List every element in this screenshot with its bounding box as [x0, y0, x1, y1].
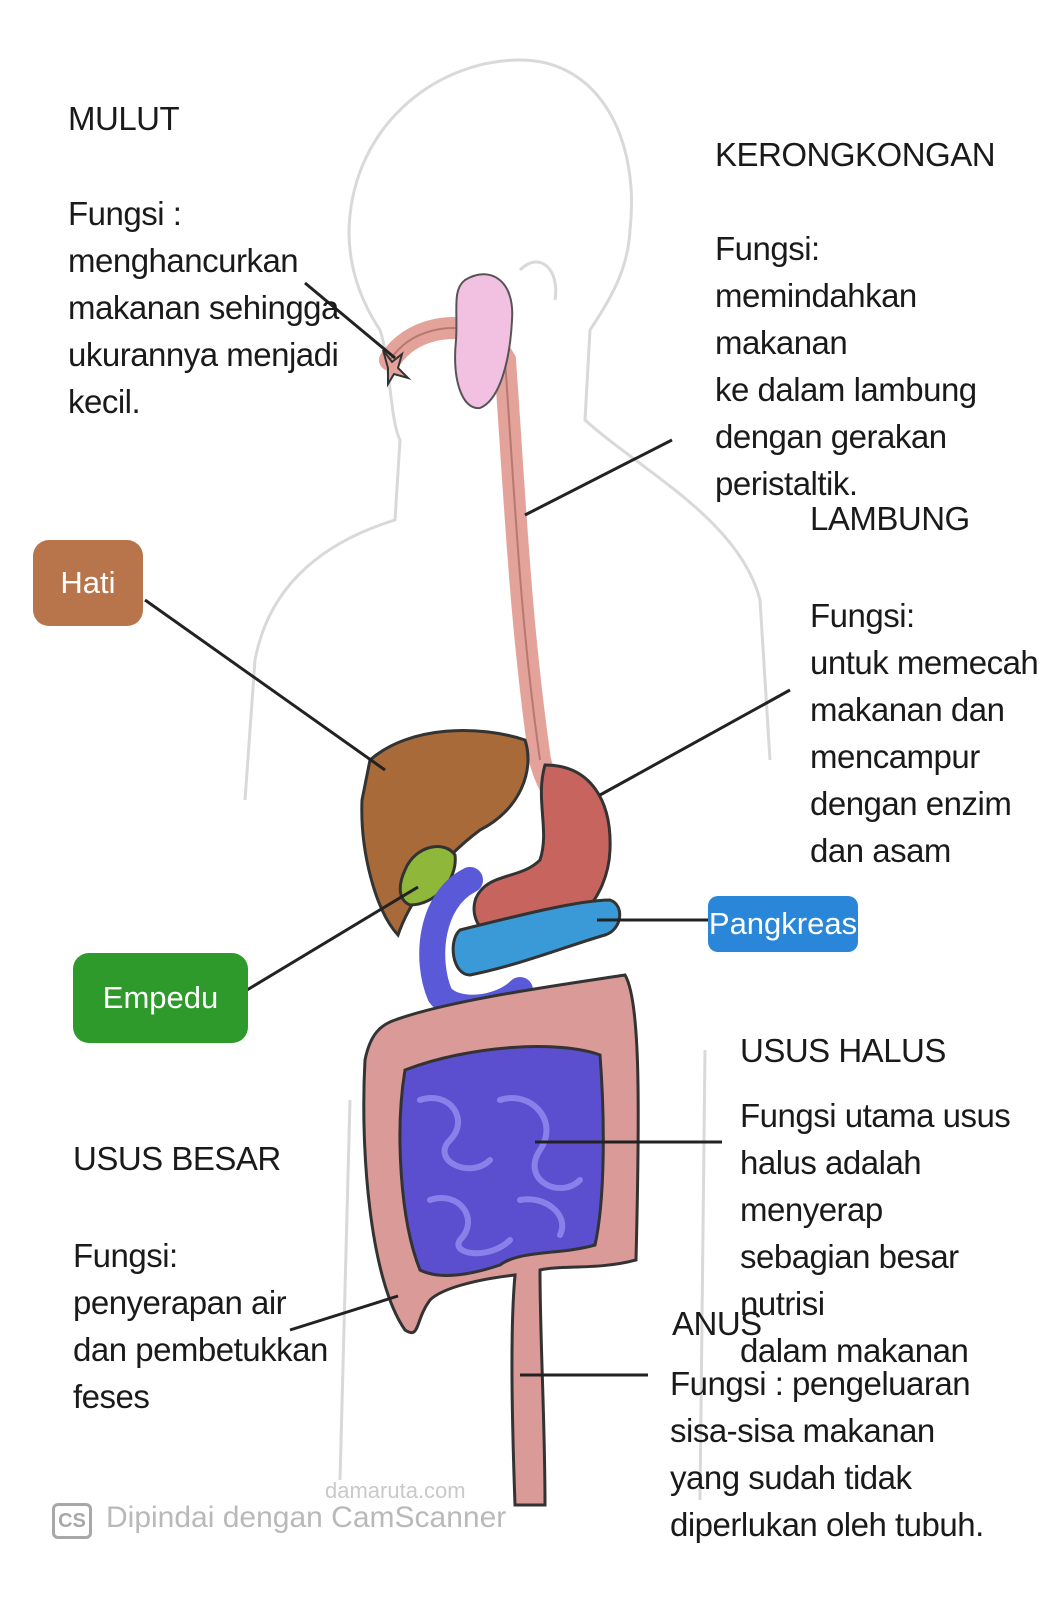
- empedu-badge: Empedu: [73, 953, 248, 1043]
- mulut-title: MULUT: [68, 100, 179, 138]
- usus-besar-title: USUS BESAR: [73, 1140, 281, 1178]
- usus-halus-title: USUS HALUS: [740, 1032, 946, 1070]
- camscanner-logo: CS: [52, 1503, 92, 1539]
- kerongkongan-title: KERONGKONGAN: [715, 136, 995, 174]
- site-watermark: damaruta.com: [325, 1478, 466, 1504]
- camscanner-watermark: Dipindai dengan CamScanner: [106, 1501, 506, 1535]
- small-intestine-shape: [400, 1047, 603, 1276]
- pangkreas-badge: Pangkreas: [708, 896, 858, 952]
- usus-halus-description: Fungsi utama usus halus adalah menyerap …: [740, 1092, 1044, 1374]
- leader-lambung: [600, 690, 790, 795]
- leader-kerongkongan: [525, 440, 672, 515]
- kerongkongan-description: Fungsi: memindahkan makanan ke dalam lam…: [715, 225, 1044, 507]
- lambung-description: Fungsi: untuk memecah makanan dan mencam…: [810, 592, 1038, 874]
- leader-empedu: [247, 887, 418, 990]
- hati-badge: Hati: [33, 540, 143, 626]
- mulut-description: Fungsi : menghancurkan makanan sehingga …: [68, 190, 339, 425]
- lambung-title: LAMBUNG: [810, 500, 970, 538]
- usus-besar-description: Fungsi: penyerapan air dan pembetukkan f…: [73, 1232, 328, 1420]
- anus-title: ANUS: [672, 1305, 762, 1343]
- anus-description: Fungsi : pengeluaran sisa-sisa makanan y…: [670, 1360, 984, 1548]
